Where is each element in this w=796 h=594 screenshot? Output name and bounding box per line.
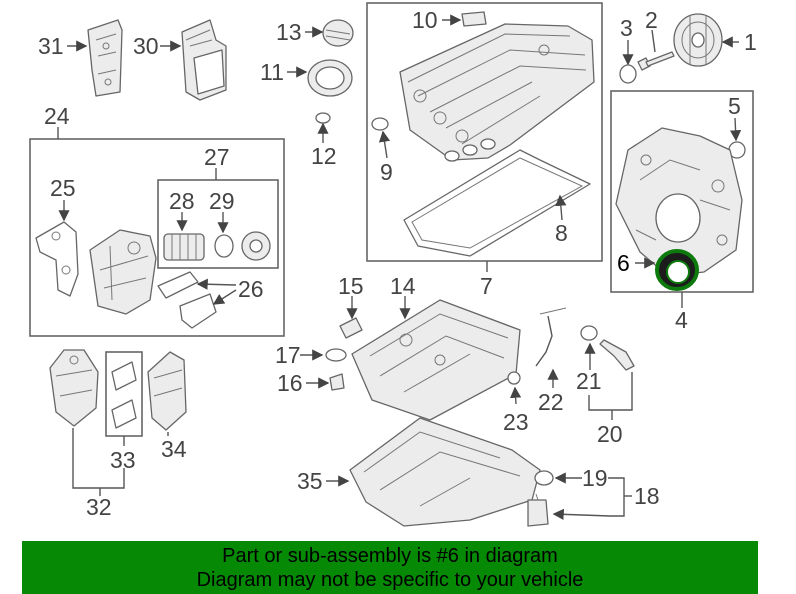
- part-16-drain-bolt: [329, 373, 345, 391]
- callout-6: 6: [617, 250, 630, 276]
- callout-8: 8: [555, 220, 568, 246]
- callout-35: 35: [297, 468, 323, 494]
- callout-29: 29: [209, 188, 235, 214]
- part-15-plug: [339, 317, 363, 339]
- callout-18: 18: [634, 483, 660, 509]
- callout-5: 5: [728, 93, 741, 119]
- filter-element-group-box: [157, 179, 279, 269]
- callout-27: 27: [204, 144, 230, 170]
- part-24-filter-housing: [89, 229, 157, 315]
- part-35-lower-oil-pan: [349, 417, 541, 527]
- part-33-gaskets: [111, 361, 137, 429]
- leader-lines: [57, 14, 742, 520]
- callout-7: 7: [480, 273, 493, 299]
- callout-30: 30: [133, 33, 159, 59]
- part-3-washer: [619, 64, 637, 84]
- part-19-o-ring: [534, 470, 554, 486]
- callout-19: 19: [582, 465, 608, 491]
- part-11-seal: [307, 59, 353, 97]
- callout-14: 14: [390, 273, 416, 299]
- callout-4: 4: [675, 307, 688, 333]
- callout-16: 16: [277, 370, 303, 396]
- callout-28: 28: [169, 188, 195, 214]
- part-18-sensor: [527, 493, 549, 527]
- part-8-valve-cover-gasket: [403, 138, 591, 257]
- part-29-o-ring: [214, 234, 234, 258]
- banner-line-part-number: Part or sub-assembly is #6 in diagram: [222, 545, 558, 567]
- part-6-crankshaft-seal-highlighted: [655, 249, 699, 291]
- part-32-filter-module: [49, 349, 99, 427]
- callout-11: 11: [260, 59, 284, 85]
- callout-34: 34: [161, 436, 187, 462]
- part-10-valve-cover: [399, 11, 595, 161]
- part-2-bolt: [637, 51, 675, 71]
- callout-1: 1: [744, 29, 757, 55]
- callout-24: 24: [44, 103, 70, 129]
- info-banner: Part or sub-assembly is #6 in diagram Di…: [22, 541, 758, 594]
- part-12-o-ring: [315, 112, 331, 124]
- part-17-washer: [325, 348, 347, 362]
- part-filter-cap: [241, 231, 271, 261]
- callout-9: 9: [380, 159, 393, 185]
- callout-20: 20: [597, 421, 623, 447]
- part-1-pulley: [673, 13, 723, 67]
- callout-25: 25: [50, 175, 76, 201]
- banner-line-disclaimer: Diagram may not be specific to your vehi…: [196, 569, 584, 591]
- callout-15: 15: [338, 273, 364, 299]
- part-14-upper-oil-pan: [351, 299, 521, 421]
- oil-filter-group-box: [29, 138, 285, 337]
- callout-22: 22: [538, 389, 564, 415]
- part-34-oil-cooler: [147, 351, 187, 431]
- callout-13: 13: [276, 19, 302, 45]
- callout-33: 33: [110, 447, 136, 473]
- callout-32: 32: [86, 494, 112, 520]
- callout-17: 17: [275, 342, 301, 368]
- part-30-cooler-housing: [181, 19, 227, 101]
- valve-cover-group-box: [366, 2, 603, 262]
- callout-23: 23: [503, 409, 529, 435]
- callout-2: 2: [645, 7, 658, 33]
- part-25-gasket: [35, 221, 79, 297]
- callout-26: 26: [238, 276, 264, 302]
- part-4-timing-cover: [615, 127, 743, 277]
- part-26-gaskets: [157, 271, 217, 329]
- callout-31: 31: [38, 33, 64, 59]
- part-28-filter-element: [163, 233, 205, 261]
- callout-12: 12: [311, 143, 337, 169]
- part-21-o-ring: [580, 325, 598, 341]
- part-31-bracket: [87, 19, 123, 97]
- part-9-o-ring: [371, 117, 389, 131]
- callout-21: 21: [576, 368, 602, 394]
- callout-3: 3: [620, 15, 633, 41]
- part-23-o-ring: [507, 371, 521, 385]
- part-22-dipstick-tube: [535, 307, 567, 367]
- callout-10: 10: [412, 7, 438, 33]
- part-20-oil-level-sensor: [599, 339, 635, 371]
- callout-numbers: 1 2 3 4 5 6 7 8 9 10 11 12 13 14 15 16 1…: [38, 7, 757, 520]
- part-13-filler-cap: [322, 19, 354, 47]
